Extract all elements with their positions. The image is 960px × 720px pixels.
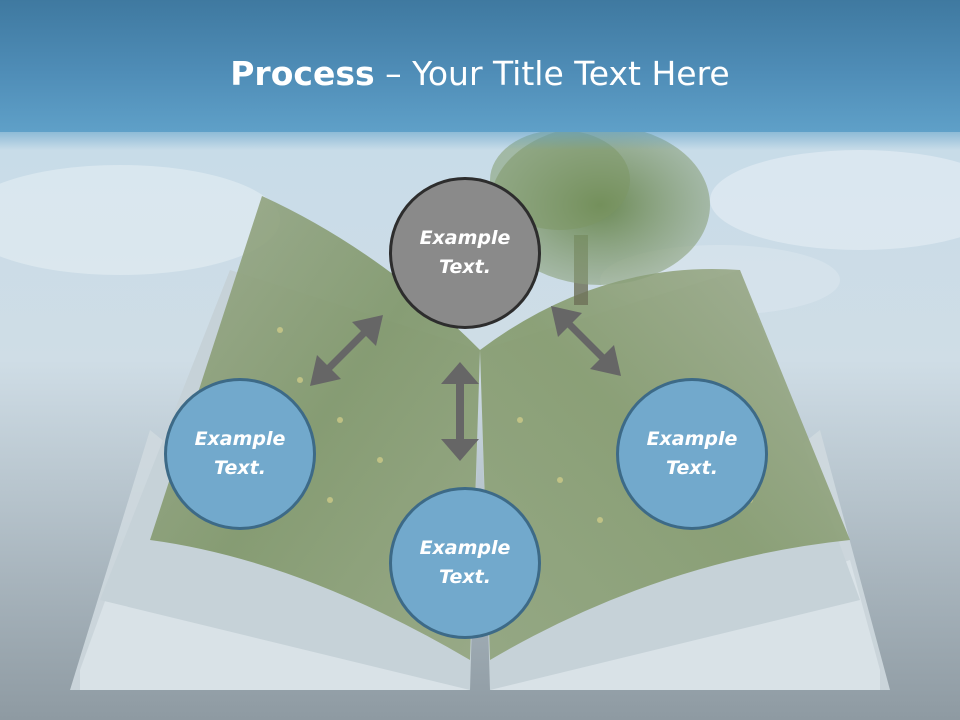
title-bold: Process <box>230 54 375 93</box>
title-rest: – Your Title Text Here <box>374 54 730 93</box>
node-right[interactable]: Example Text. <box>616 378 768 530</box>
title-band <box>0 0 960 150</box>
node-top[interactable]: Example Text. <box>389 177 541 329</box>
node-left[interactable]: Example Text. <box>164 378 316 530</box>
node-bottom[interactable]: Example Text. <box>389 487 541 639</box>
node-left-text: Example Text. <box>194 428 286 479</box>
node-bottom-text: Example Text. <box>419 537 511 588</box>
node-top-text: Example Text. <box>419 227 511 278</box>
slide-title[interactable]: Process – Your Title Text Here <box>0 52 960 96</box>
node-right-text: Example Text. <box>646 428 738 479</box>
